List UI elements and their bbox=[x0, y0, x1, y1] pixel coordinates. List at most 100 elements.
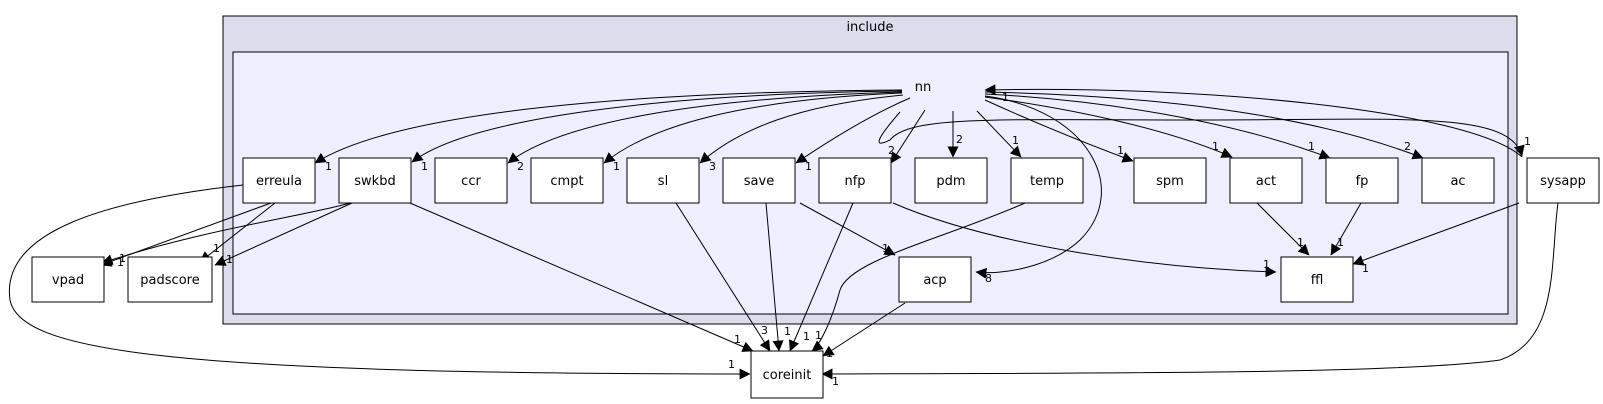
edge-nn-ac bbox=[984, 91, 1424, 160]
edge-nfp-ffl bbox=[892, 202, 1277, 278]
edge-swkbd-vpad bbox=[101, 202, 351, 265]
node-erreula[interactable]: erreula bbox=[242, 157, 316, 204]
edge-label-nn-sl: 3 bbox=[709, 160, 716, 173]
edge-label-swkbd-padscore: 1 bbox=[226, 253, 233, 266]
node-temp[interactable]: temp bbox=[1010, 157, 1084, 204]
edge-acp-coreinit bbox=[822, 302, 906, 357]
node-acp[interactable]: acp bbox=[898, 256, 972, 303]
node-acp-label: acp bbox=[923, 273, 946, 288]
edge-label-nn-acp: 8 bbox=[985, 272, 992, 285]
node-vpad[interactable]: vpad bbox=[31, 256, 105, 303]
edge-label-nn-ccr: 2 bbox=[517, 160, 524, 173]
edge-nn-save bbox=[795, 97, 911, 164]
edge-save-coreinit bbox=[765, 202, 784, 352]
edge-label-nn-spm: 1 bbox=[1117, 144, 1124, 157]
edge-nn-sysapp bbox=[878, 111, 1525, 157]
edge-label-erreula-coreinit: 1 bbox=[728, 358, 735, 371]
edge-nn-fp bbox=[984, 93, 1331, 160]
edge-label-nn-fp: 1 bbox=[1308, 140, 1315, 153]
edge-act-ffl bbox=[1255, 201, 1310, 256]
node-sysapp[interactable]: sysapp bbox=[1526, 157, 1600, 204]
node-vpad-label: vpad bbox=[52, 273, 84, 288]
cluster-include-label: include bbox=[846, 20, 893, 35]
edge-erreula-coreinit bbox=[8, 184, 751, 380]
edge-label-sl-coreinit: 3 bbox=[761, 324, 768, 337]
node-ccr[interactable]: ccr bbox=[434, 157, 508, 204]
edge-label-nn-cmpt: 1 bbox=[613, 160, 620, 173]
node-act-label: act bbox=[1256, 174, 1276, 189]
node-spm[interactable]: spm bbox=[1133, 157, 1207, 204]
node-coreinit-label: coreinit bbox=[763, 368, 812, 383]
edge-save-acp bbox=[799, 202, 896, 256]
edge-label-sysapp-ffl: 1 bbox=[1362, 262, 1369, 275]
edge-swkbd-padscore bbox=[214, 202, 353, 266]
node-ffl[interactable]: ffl bbox=[1280, 256, 1354, 303]
node-sl[interactable]: sl bbox=[626, 157, 700, 204]
node-fp-label: fp bbox=[1356, 174, 1369, 189]
edge-sl-coreinit bbox=[675, 202, 771, 352]
node-spm-label: spm bbox=[1156, 174, 1184, 189]
node-fp[interactable]: fp bbox=[1325, 157, 1399, 204]
node-sl-label: sl bbox=[658, 174, 668, 189]
edge-nn-erreula bbox=[314, 89, 903, 164]
node-temp-label: temp bbox=[1030, 174, 1064, 189]
edge-label-nn-act: 1 bbox=[1212, 140, 1219, 153]
edge-label-nn-sysapp: 1 bbox=[1524, 135, 1531, 148]
edge-label-nfp-ffl: 1 bbox=[1263, 258, 1270, 271]
edge-temp-coreinit bbox=[811, 202, 1026, 352]
node-nfp[interactable]: nfp bbox=[818, 157, 892, 204]
node-swkbd[interactable]: swkbd bbox=[338, 157, 412, 204]
nodes: erreula swkbd ccr cmpt sl save nfp pdm bbox=[31, 157, 1600, 399]
edge-erreula-padscore bbox=[199, 202, 276, 263]
edge-nn-act bbox=[984, 96, 1233, 158]
edge-swkbd-coreinit bbox=[409, 202, 754, 352]
node-act[interactable]: act bbox=[1229, 157, 1303, 204]
node-save[interactable]: save bbox=[722, 157, 796, 204]
edge-label-acp-coreinit: 1 bbox=[826, 347, 833, 360]
edge-label-nn-swkbd: 1 bbox=[421, 160, 428, 173]
edge-nn-spm bbox=[984, 99, 1134, 163]
edge-label-act-ffl: 1 bbox=[1297, 236, 1304, 249]
node-padscore-label: padscore bbox=[140, 273, 199, 288]
node-pdm[interactable]: pdm bbox=[914, 157, 988, 204]
node-swkbd-label: swkbd bbox=[354, 174, 395, 189]
node-coreinit[interactable]: coreinit bbox=[750, 350, 824, 399]
edge-nn-acp bbox=[975, 95, 1102, 279]
edge-label-save-acp: 1 bbox=[882, 242, 889, 255]
node-erreula-label: erreula bbox=[256, 174, 302, 189]
node-ac[interactable]: ac bbox=[1421, 157, 1495, 204]
edge-label-sysapp-coreinit: 1 bbox=[832, 375, 839, 388]
edge-nn-ccr bbox=[507, 91, 903, 164]
edge-label-nn-pdm: 2 bbox=[956, 133, 963, 146]
edge-nn-cmpt bbox=[603, 92, 903, 164]
node-pdm-label: pdm bbox=[936, 174, 965, 189]
node-ffl-label: ffl bbox=[1311, 273, 1324, 288]
edge-labels: 1 1 2 1 3 1 2 2 1 1 1 1 2 1 8 1 1 1 1 1 … bbox=[117, 91, 1531, 388]
edge-nn-temp bbox=[976, 110, 1022, 158]
edges bbox=[8, 84, 1559, 380]
node-nfp-label: nfp bbox=[844, 174, 865, 189]
edge-label-fp-ffl: 1 bbox=[1337, 236, 1344, 249]
edge-label-nn-nfp: 2 bbox=[888, 144, 895, 157]
edge-label-erreula-vpad: 1 bbox=[117, 256, 124, 269]
edge-label-sysapp-nn: 1 bbox=[1002, 91, 1009, 104]
edge-label-nn-ac: 2 bbox=[1404, 140, 1411, 153]
edge-sysapp-coreinit bbox=[821, 202, 1559, 380]
edge-fp-ffl bbox=[1330, 202, 1362, 256]
edge-label-swkbd-coreinit: 1 bbox=[734, 333, 741, 346]
node-padscore[interactable]: padscore bbox=[127, 256, 213, 303]
cluster-nn-label: nn bbox=[915, 80, 931, 95]
edge-nn-swkbd bbox=[411, 90, 903, 163]
node-sysapp-label: sysapp bbox=[1540, 174, 1586, 189]
edge-sysapp-nn bbox=[984, 84, 1523, 158]
node-ccr-label: ccr bbox=[461, 174, 481, 189]
edge-nn-nfp bbox=[890, 109, 926, 164]
node-cmpt-label: cmpt bbox=[550, 174, 583, 189]
edge-label-temp-coreinit: 1 bbox=[815, 329, 822, 342]
edge-label-swkbd-vpad: 1 bbox=[119, 252, 126, 265]
edge-label-erreula-padscore: 1 bbox=[213, 242, 220, 255]
node-cmpt[interactable]: cmpt bbox=[530, 157, 604, 204]
edge-sysapp-ffl bbox=[1352, 202, 1520, 266]
edge-label-nn-save: 1 bbox=[805, 160, 812, 173]
